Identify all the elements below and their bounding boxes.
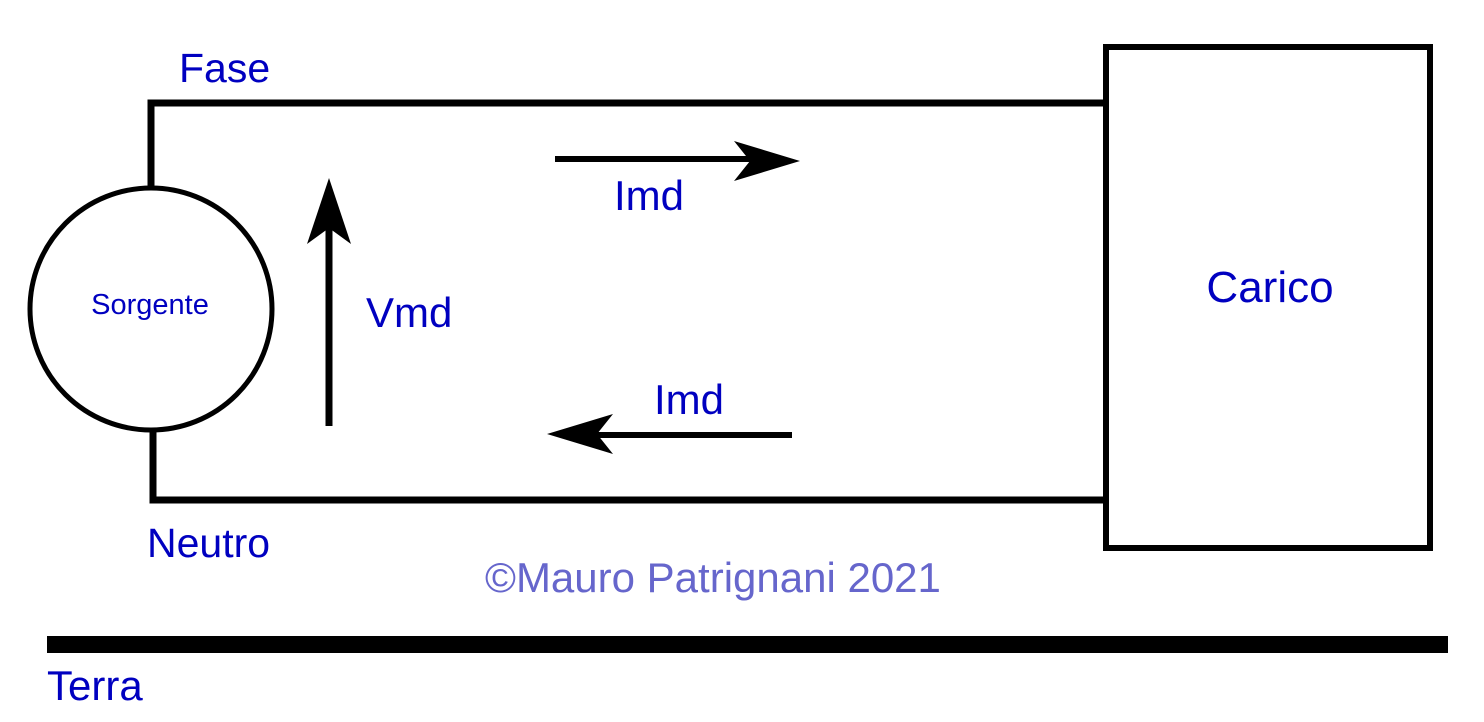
current-arrow-right bbox=[555, 141, 800, 181]
current-arrow-left bbox=[547, 414, 792, 454]
load-label: Carico bbox=[1206, 263, 1333, 312]
neutral-wire bbox=[149, 430, 1106, 504]
voltage-arrow bbox=[307, 178, 351, 426]
phase-wire bbox=[147, 99, 1106, 188]
source-label: Sorgente bbox=[91, 289, 209, 321]
voltage-label: Vmd bbox=[366, 289, 452, 336]
neutral-label: Neutro bbox=[147, 520, 270, 566]
current-label-top: Imd bbox=[614, 172, 684, 219]
phase-label: Fase bbox=[179, 45, 270, 91]
source-circle bbox=[27, 185, 275, 433]
current-label-bottom: Imd bbox=[654, 376, 724, 423]
ground-bar bbox=[47, 636, 1448, 653]
load-box bbox=[1103, 44, 1433, 551]
ground-label: Terra bbox=[47, 662, 143, 709]
copyright-text: ©Mauro Patrignani 2021 bbox=[485, 554, 941, 601]
